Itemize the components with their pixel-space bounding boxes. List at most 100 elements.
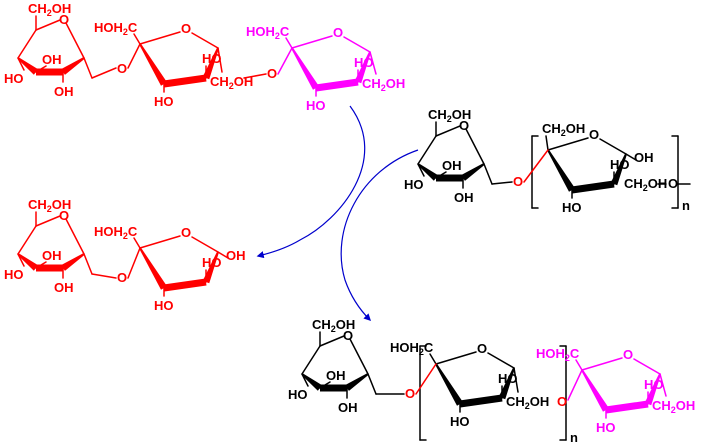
bond: [435, 351, 477, 365]
bond: [417, 135, 437, 165]
bold-wedge-bond: [163, 278, 207, 292]
bottom-bridge-oxygen-1: O: [405, 386, 415, 401]
bond: [127, 247, 141, 279]
bold-wedge-bond: [610, 153, 627, 186]
repeat-subscript-n: n: [570, 430, 578, 445]
atom-label: OH: [338, 400, 358, 415]
atom-label: OH: [54, 84, 74, 99]
top-bridge-oxygen-1: O: [117, 61, 127, 76]
bond: [35, 215, 61, 227]
bond: [277, 47, 293, 75]
bond: [91, 273, 117, 279]
atom-label: HO: [288, 387, 308, 402]
bold-wedge-bond: [354, 51, 371, 84]
atom-label: HO: [498, 371, 518, 386]
bond: [625, 153, 637, 161]
atom-label: OH: [54, 280, 74, 295]
bold-wedge-bond: [417, 163, 439, 181]
atom-label: HO: [450, 414, 470, 429]
ring-oxygen-label: O: [181, 225, 191, 240]
atom-label: HO: [354, 55, 374, 70]
arrow-to-sucrose: [256, 105, 366, 259]
ring-oxygen-label: O: [333, 25, 343, 40]
bond: [599, 138, 627, 155]
atom-label: OH: [454, 190, 474, 205]
bold-wedge-bond: [436, 174, 463, 182]
bond: [545, 135, 549, 151]
bond: [83, 57, 93, 79]
polymer-bridge-oxygen: O: [513, 174, 523, 189]
bond: [575, 359, 583, 371]
atom-label: HO: [202, 255, 222, 270]
atom-label: CH2OH: [362, 76, 405, 93]
bond: [633, 358, 661, 375]
ring-oxygen-label: O: [59, 208, 69, 223]
atom-label: CH2OH: [210, 74, 253, 91]
bridge-oxygen-label: O: [405, 386, 415, 401]
bond: [435, 125, 461, 137]
atom-label: CH2OH: [312, 317, 355, 334]
atom-label: HO: [306, 98, 326, 113]
bond: [659, 373, 667, 397]
atom-label: CH2OH: [28, 1, 71, 18]
bold-wedge-bond: [139, 247, 168, 290]
bond: [319, 381, 331, 389]
atom-label: OH: [226, 248, 246, 263]
bond: [343, 36, 371, 53]
bond: [285, 37, 293, 49]
bold-wedge-bond: [36, 264, 63, 272]
ring-oxygen-label: O: [589, 127, 599, 142]
atom-label: HOH2C: [94, 20, 138, 37]
bold-wedge-bond: [61, 57, 85, 75]
bond: [429, 353, 437, 365]
bond: [35, 261, 47, 269]
reaction-arrows: [256, 105, 419, 322]
bottom-bracket: n: [419, 345, 578, 445]
bold-wedge-bond: [345, 373, 369, 391]
arrow-to-extended-chain: [340, 149, 419, 322]
bond: [491, 181, 513, 185]
bond: [35, 65, 47, 73]
chain-oxygen-label: O: [668, 176, 678, 191]
bond: [547, 137, 589, 151]
atom-label: HOH2C: [536, 346, 580, 363]
atom-label: HOH2C: [390, 340, 434, 357]
ring-oxygen-label: O: [477, 341, 487, 356]
bond: [191, 236, 219, 253]
bond: [35, 19, 61, 31]
bond: [65, 218, 85, 255]
atom-label: HO: [610, 157, 630, 172]
bond: [301, 373, 309, 387]
bond: [513, 367, 519, 393]
atom-label: HOH2C: [246, 24, 290, 41]
bold-wedge-bond: [581, 369, 610, 412]
bond: [567, 369, 583, 401]
atom-label: OH: [326, 368, 346, 383]
atom-label: HO: [4, 71, 24, 86]
bold-wedge-bond: [461, 163, 485, 181]
bond: [369, 51, 377, 75]
atom-label: CH2OH: [428, 107, 471, 124]
bond: [17, 57, 25, 71]
atom-label: HO: [562, 200, 582, 215]
bold-wedge-bond: [139, 43, 168, 86]
bond: [17, 29, 37, 59]
bond: [17, 225, 37, 255]
bond: [243, 73, 267, 79]
bold-wedge-bond: [291, 47, 320, 90]
bond: [83, 253, 93, 275]
bold-wedge-bond: [459, 394, 503, 408]
bond: [133, 33, 141, 45]
bond: [435, 171, 447, 179]
bold-wedge-bond: [202, 47, 219, 80]
ring-oxygen-label: O: [343, 328, 353, 343]
bold-wedge-bond: [61, 253, 85, 271]
